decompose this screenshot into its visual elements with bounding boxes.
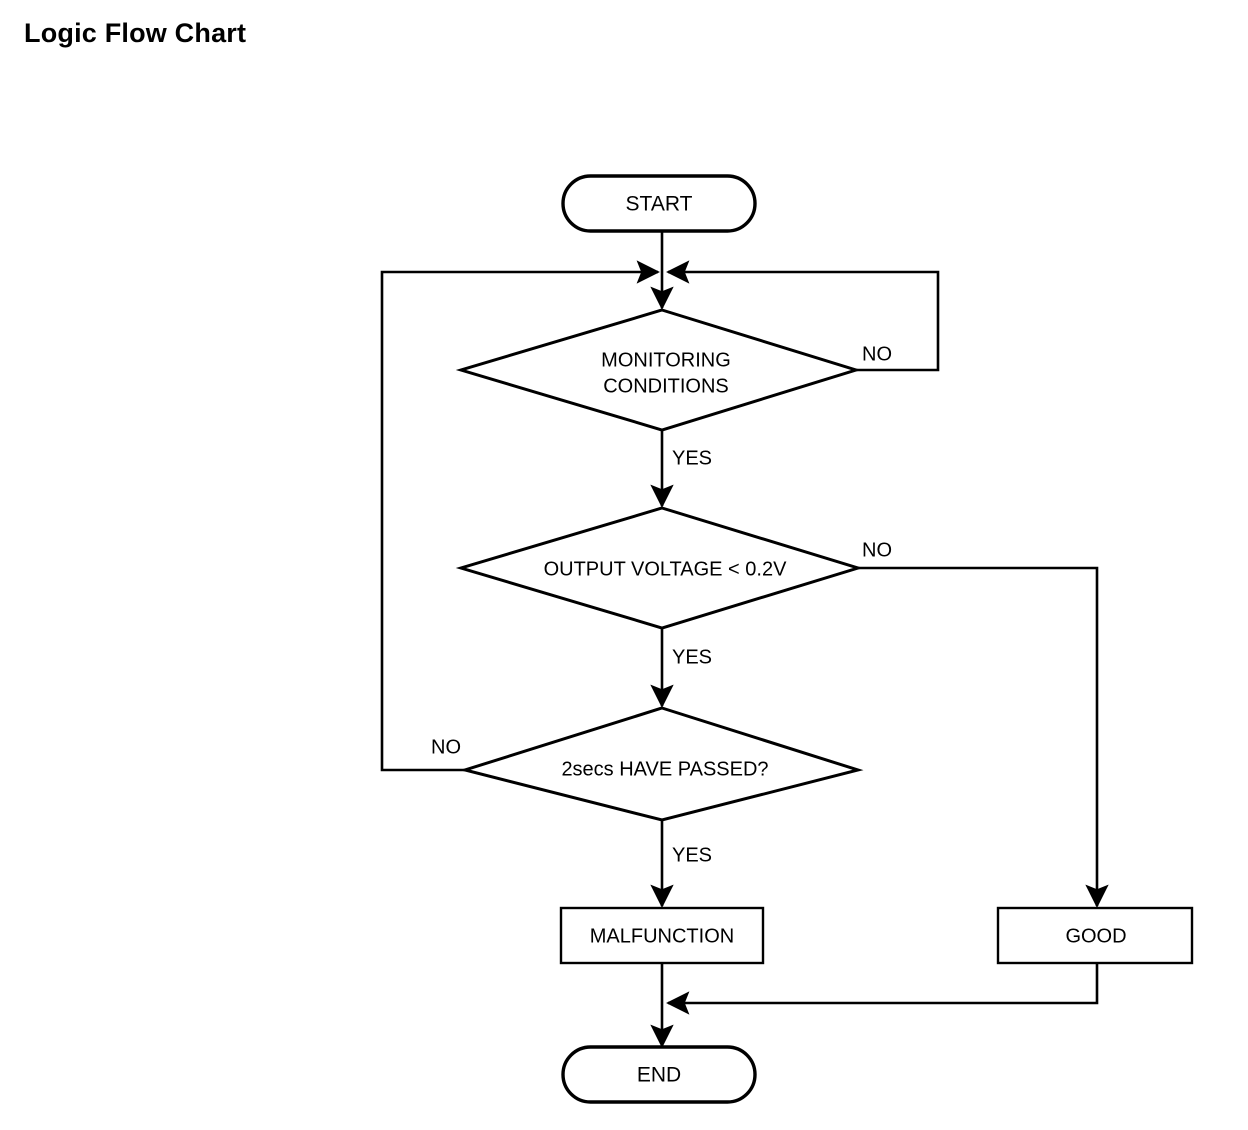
node-start-label: START (626, 193, 693, 216)
node-timer-check[interactable] (459, 706, 864, 822)
node-malfunction-label: MALFUNCTION (590, 925, 734, 947)
connector-monitoring-no-loopback (666, 260, 940, 372)
node-output-voltage-label: OUTPUT VOLTAGE < 0.2V (544, 558, 788, 580)
page-title: Logic Flow Chart (24, 18, 247, 48)
connector-voltage-no-to-good (858, 566, 1109, 908)
node-start[interactable] (561, 174, 757, 233)
connector-good-to-end (666, 963, 1099, 1015)
node-malfunction[interactable] (559, 906, 765, 965)
node-output-voltage[interactable] (455, 506, 864, 630)
node-timer-label: 2secs HAVE PASSED? (561, 758, 768, 780)
node-monitoring-label-line1: MONITORING (601, 349, 731, 371)
node-end[interactable] (561, 1045, 757, 1104)
edge-label-monitoring-no: NO (862, 343, 892, 365)
node-end-label: END (637, 1064, 681, 1087)
edge-label-monitoring-yes: YES (672, 447, 712, 469)
edge-label-voltage-yes: YES (672, 646, 712, 668)
node-good[interactable] (996, 906, 1194, 965)
edge-label-voltage-no: NO (862, 539, 892, 561)
edge-label-timer-no: NO (431, 736, 461, 758)
node-good-label: GOOD (1065, 925, 1126, 947)
node-monitoring-conditions[interactable] (455, 308, 862, 432)
node-monitoring-label-line2: CONDITIONS (603, 375, 729, 397)
edge-label-timer-yes: YES (672, 844, 712, 866)
connector-timer-no-loopback (380, 260, 660, 772)
